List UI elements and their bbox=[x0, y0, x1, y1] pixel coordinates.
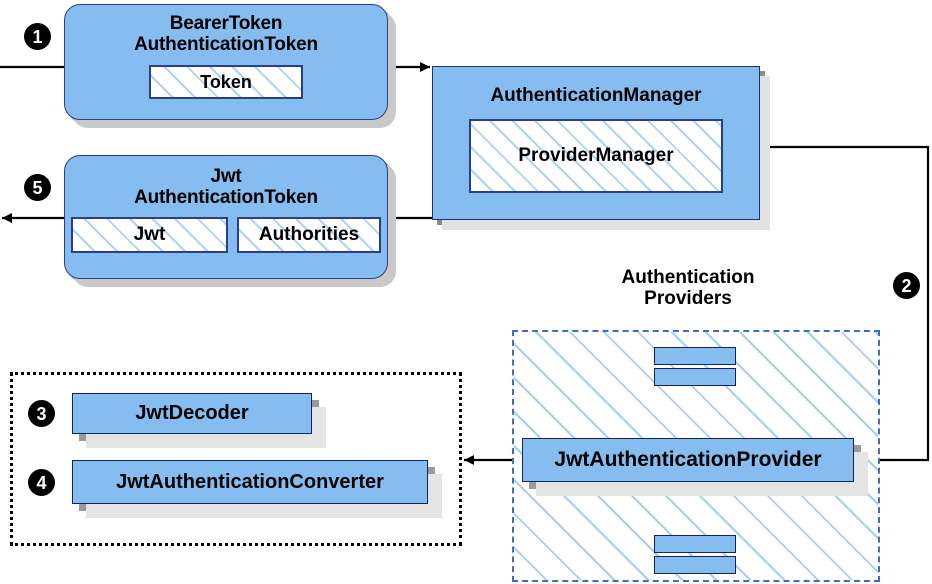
provider-manager-label: ProviderManager bbox=[518, 145, 674, 166]
node-support-components-container[interactable] bbox=[10, 372, 462, 546]
provider-stub-top-1 bbox=[654, 347, 736, 365]
authentication-providers-caption-line2: Providers bbox=[644, 287, 732, 309]
jwt-decoder-label: JwtDecoder bbox=[135, 402, 249, 424]
jwt-token-title-line2: AuthenticationToken bbox=[134, 186, 318, 208]
authentication-providers-caption: Authentication Providers bbox=[512, 267, 864, 310]
jwt-token-slot-authorities[interactable]: Authorities bbox=[237, 217, 381, 254]
marker-2-label: 2 bbox=[901, 275, 912, 296]
bearer-token-slot-token[interactable]: Token bbox=[149, 65, 303, 100]
node-authentication-manager[interactable]: AuthenticationManager ProviderManager bbox=[432, 66, 760, 220]
node-jwt-authentication-converter[interactable]: JwtAuthenticationConverter bbox=[72, 460, 428, 504]
node-bearer-token-authentication-token[interactable]: BearerToken AuthenticationToken Token bbox=[64, 4, 388, 120]
provider-stub-bottom-1 bbox=[654, 535, 736, 553]
authentication-manager-title: AuthenticationManager bbox=[490, 85, 702, 106]
marker-5: 5 bbox=[24, 174, 51, 201]
jwt-token-slot-jwt[interactable]: Jwt bbox=[71, 217, 228, 254]
edge-manager-to-provider bbox=[760, 145, 930, 465]
marker-2: 2 bbox=[893, 272, 920, 299]
marker-3-label: 3 bbox=[36, 403, 47, 424]
jwt-authentication-token-title: Jwt AuthenticationToken bbox=[134, 166, 318, 208]
node-jwt-authentication-token[interactable]: Jwt AuthenticationToken Jwt Authorities bbox=[64, 155, 388, 279]
marker-3: 3 bbox=[28, 400, 55, 427]
marker-4: 4 bbox=[28, 469, 55, 496]
authentication-manager-slot-provider-manager[interactable]: ProviderManager bbox=[469, 119, 723, 193]
marker-1: 1 bbox=[24, 23, 51, 50]
jwt-slot-label: Jwt bbox=[133, 224, 166, 246]
marker-5-label: 5 bbox=[32, 177, 43, 198]
bearer-token-slot-label: Token bbox=[200, 71, 252, 92]
node-jwt-decoder[interactable]: JwtDecoder bbox=[72, 393, 312, 434]
provider-stub-bottom-2 bbox=[654, 556, 736, 574]
bearer-token-title-line1: BearerToken bbox=[169, 13, 283, 34]
jwt-token-slot-row: Jwt Authorities bbox=[71, 217, 381, 254]
bearer-token-title-line2: AuthenticationToken bbox=[134, 33, 318, 55]
marker-4-label: 4 bbox=[36, 472, 47, 493]
jwt-token-title-line1: Jwt bbox=[210, 166, 242, 187]
jwt-authentication-provider-label: JwtAuthenticationProvider bbox=[554, 448, 822, 471]
bearer-token-title: BearerToken AuthenticationToken bbox=[134, 13, 318, 55]
authentication-providers-caption-line1: Authentication bbox=[621, 267, 755, 288]
authorities-slot-label: Authorities bbox=[258, 224, 360, 246]
provider-stub-top-2 bbox=[654, 368, 736, 386]
marker-1-label: 1 bbox=[32, 26, 43, 47]
node-jwt-authentication-provider[interactable]: JwtAuthenticationProvider bbox=[522, 438, 854, 482]
jwt-authentication-converter-label: JwtAuthenticationConverter bbox=[116, 470, 384, 493]
